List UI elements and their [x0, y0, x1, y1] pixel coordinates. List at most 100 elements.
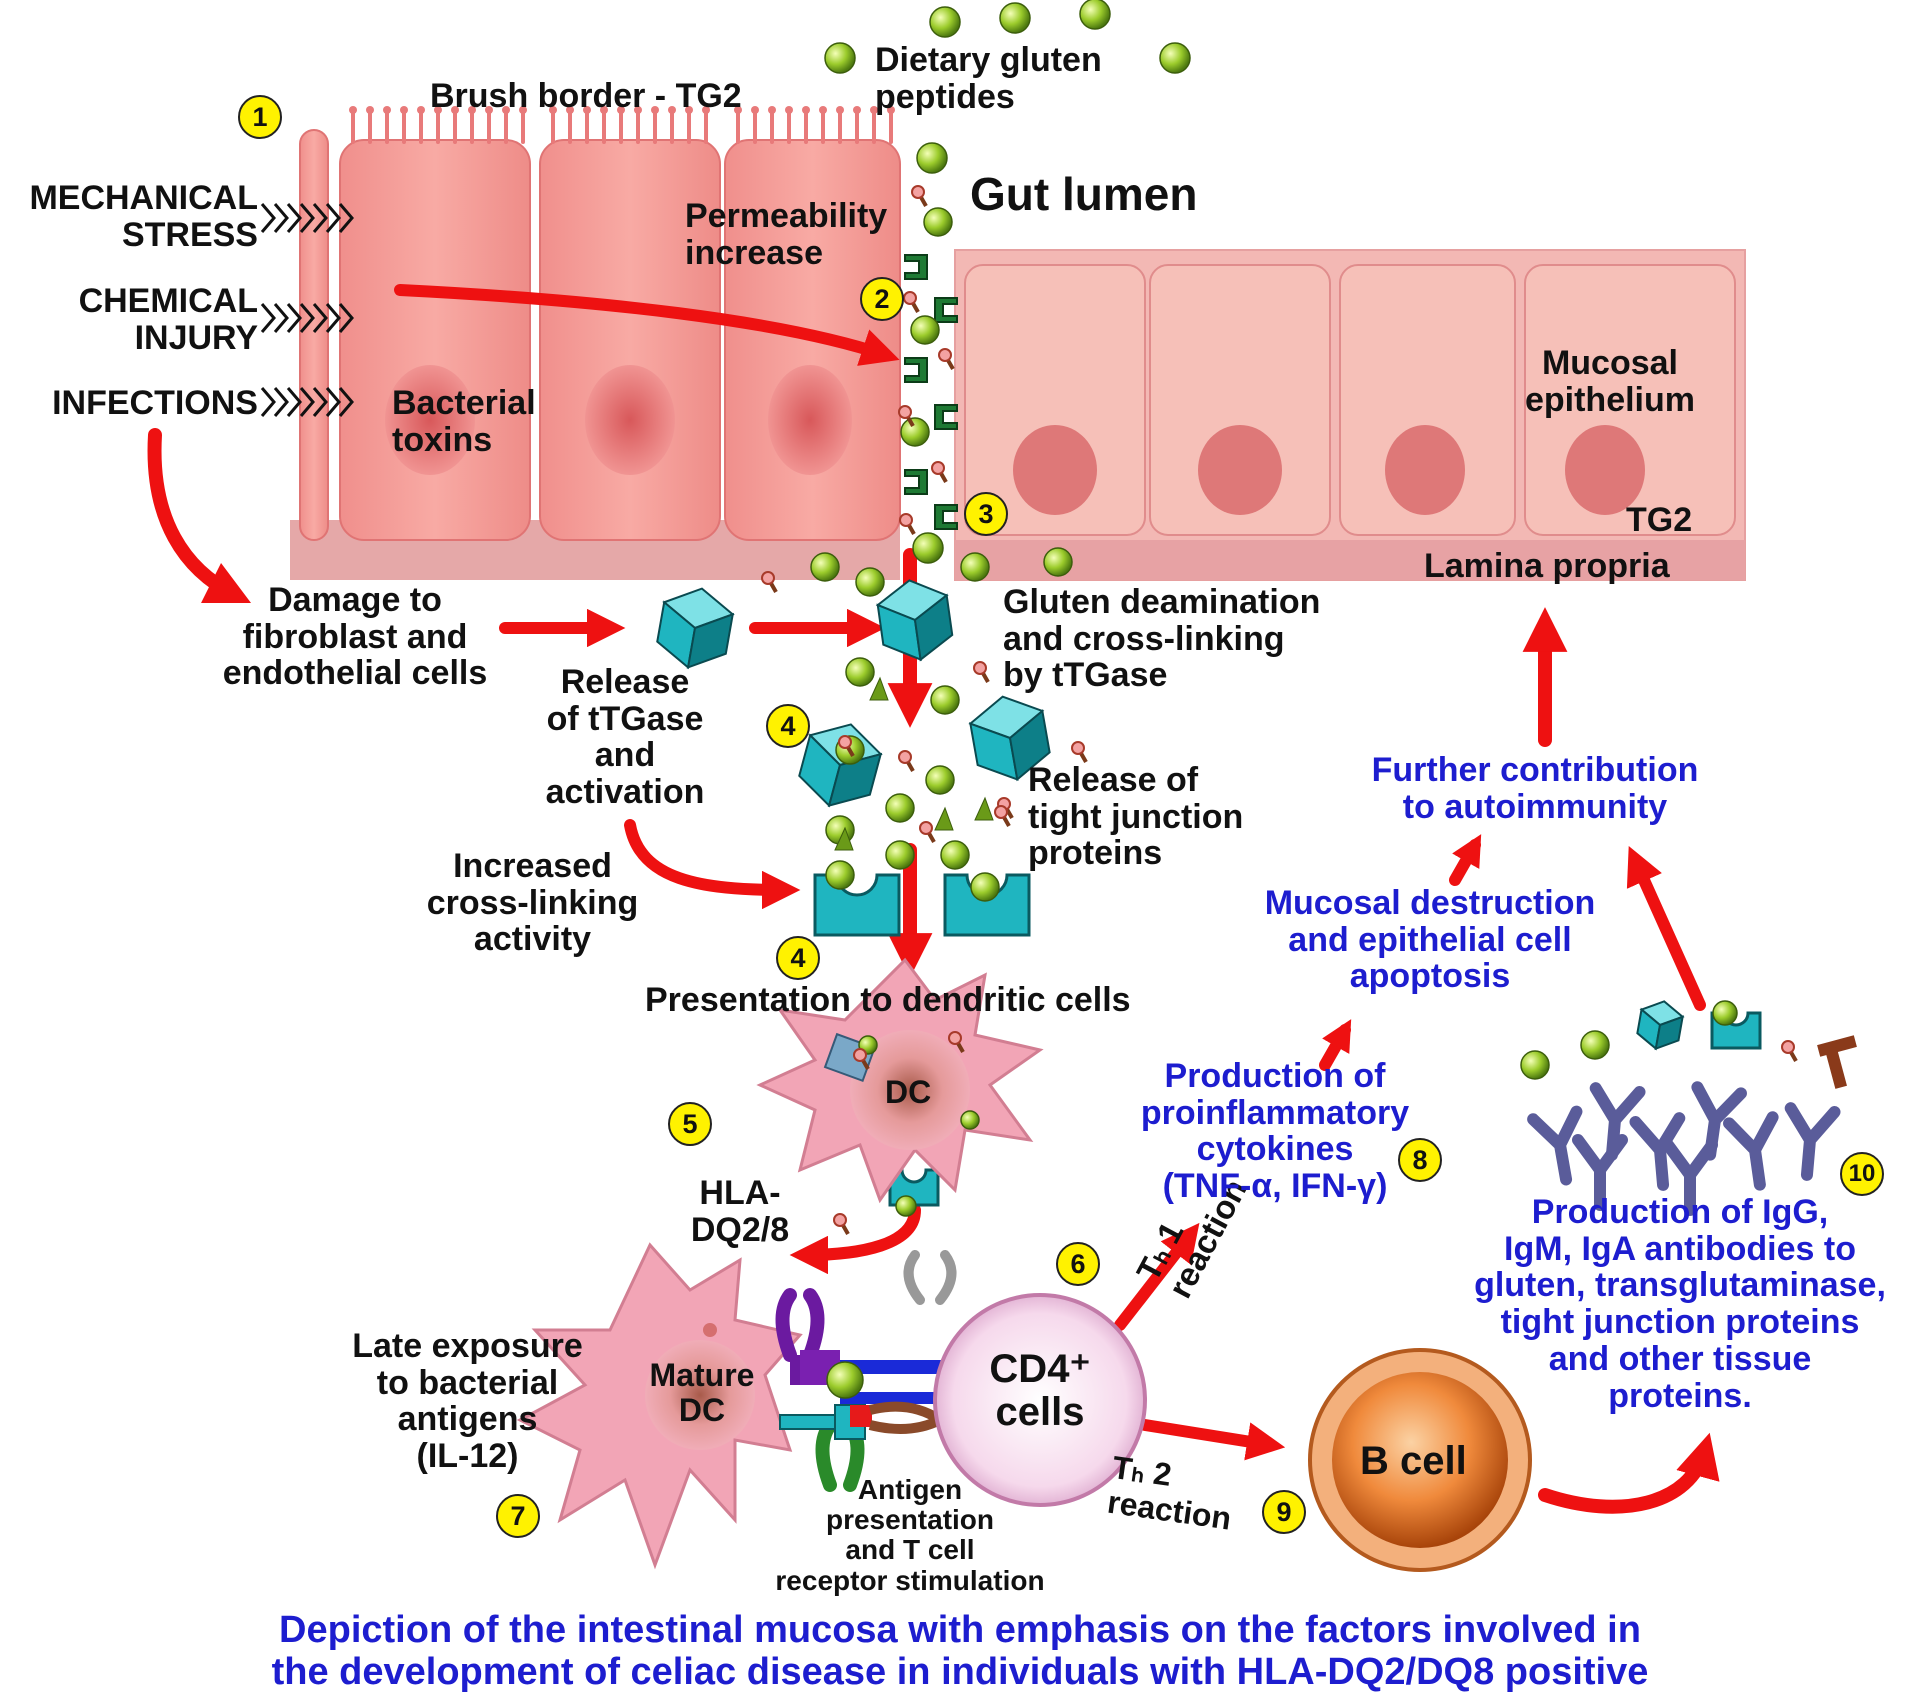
microvillus-tip: [519, 106, 527, 114]
chevron-arrow: [338, 387, 354, 417]
gluten-peptide: [855, 567, 885, 597]
antibody-arm: [1662, 1139, 1718, 1216]
antibody-arm: [1572, 1134, 1628, 1211]
lamina-propria-label: Lamina propria: [1424, 547, 1670, 585]
antibody-arm: [1723, 1111, 1779, 1191]
peptide-tip: [869, 676, 889, 701]
microvillus-tip: [768, 106, 776, 114]
pin-head: [898, 750, 912, 764]
chevron-arrow: [260, 203, 276, 233]
dendritic-cell: [756, 957, 1044, 1204]
chevron-arrow: [273, 303, 289, 333]
pin-head: [948, 1031, 962, 1045]
arrow-infections-to-damage: [147, 428, 252, 604]
injury-chevrons: [260, 203, 354, 417]
tight-junction-pin: [1071, 741, 1088, 763]
b-cell: [1308, 1348, 1532, 1572]
tight-junction-proteins: [904, 254, 958, 530]
arrow-dc-to-mature-dc: [789, 1204, 921, 1275]
pin-head: [761, 571, 775, 585]
microvillus-tip: [434, 106, 442, 114]
receptor-cup: [813, 873, 901, 937]
gluten-peptide: [923, 207, 953, 237]
tight-junction-pins: [761, 185, 1798, 1235]
chemical-injury-label: CHEMICAL INJURY: [78, 282, 258, 357]
pin-head: [919, 821, 933, 835]
arrow-destruction-to-autoimmunity: [1449, 834, 1482, 886]
tight-junction-bracket: [934, 404, 958, 430]
microvillus-tip: [349, 106, 357, 114]
step-number-4b: 4: [776, 936, 820, 980]
microvillus-tip: [383, 106, 391, 114]
arrow-antibodies-to-autoimmunity: [1626, 845, 1706, 1011]
microvillus-tip: [651, 106, 659, 114]
tight-junction-pin: [973, 661, 990, 683]
gut-lumen-label: Gut lumen: [970, 168, 1198, 220]
microvillus-tip: [751, 106, 759, 114]
tight-junction-pin: [1781, 1040, 1798, 1062]
step-number-2: 2: [860, 277, 904, 321]
b-cell-label: B cell: [1360, 1439, 1467, 1483]
gluten-peptide: [1079, 0, 1111, 30]
step-number-1: 1: [238, 95, 282, 139]
gluten-peptide: [826, 1361, 864, 1399]
antibody-y: [1527, 1105, 1583, 1186]
gluten-peptide: [1580, 1030, 1610, 1060]
late-exposure-label: Late exposure to bacterial antigens (IL-…: [352, 1327, 583, 1476]
microvillus-tip: [549, 106, 557, 114]
chevron-arrow: [312, 303, 328, 333]
cube-right: [1008, 709, 1051, 782]
ttgase-cube: [656, 587, 735, 670]
epithelial-cell: [539, 139, 721, 541]
tg2-label: TG2: [1626, 501, 1693, 539]
step-number-10: 10: [1840, 1152, 1884, 1196]
chevron-arrow: [260, 387, 276, 417]
gluten-peptide: [960, 552, 990, 582]
microvillus-tip: [734, 106, 742, 114]
step-number-7: 7: [496, 1494, 540, 1538]
microvillus-tip: [366, 106, 374, 114]
microvillus-tip: [451, 106, 459, 114]
chevron-arrow: [286, 303, 302, 333]
gluten-peptide: [1712, 1000, 1738, 1026]
antibody-arm: [1784, 1102, 1841, 1181]
bacterial-toxins-label: Bacterial toxins: [392, 384, 536, 459]
gluten-peptides: [810, 0, 1738, 1399]
gluten-peptide: [895, 1195, 917, 1217]
cd4-cell: [933, 1293, 1147, 1507]
arrow-cytokines-to-destruction: [1319, 1019, 1352, 1071]
tight-junction-pin: [898, 405, 915, 427]
tight-junction-bracket: [934, 297, 958, 323]
gluten-peptide: [925, 765, 955, 795]
microvillus-tip: [819, 106, 827, 114]
gluten-peptide: [912, 532, 944, 564]
protein-t-icon: [1817, 1035, 1857, 1089]
arrow-cd4-to-th1: [1114, 1222, 1200, 1331]
mechanical-stress-label: MECHANICAL STRESS: [29, 179, 258, 254]
gluten-peptide: [1043, 547, 1073, 577]
pin-head: [838, 735, 852, 749]
dc-label: DC: [885, 1074, 932, 1110]
increased-crosslinking-label: Increased cross-linking activity: [426, 847, 639, 959]
brush-border-microvilli: [349, 106, 895, 144]
gluten-peptide: [845, 657, 875, 687]
pin-head: [903, 291, 917, 305]
peptide-tip: [974, 796, 994, 821]
chevron-arrow: [286, 203, 302, 233]
chevron-arrow: [325, 303, 341, 333]
tight-junction-pin: [911, 185, 928, 207]
presentation-dc-label: Presentation to dendritic cells: [645, 981, 1131, 1019]
pin-head: [931, 461, 945, 475]
microvillus-tip: [634, 106, 642, 114]
permeability-label: Permeability increase: [685, 197, 888, 272]
pin-head: [994, 805, 1008, 819]
chevron-arrow: [273, 203, 289, 233]
ttgase-cube: [1636, 1000, 1685, 1051]
dietary-gluten-label: Dietary gluten peptides: [875, 41, 1102, 116]
gluten-peptide: [999, 2, 1031, 34]
immune-synapse: [775, 1250, 957, 1492]
step-number-4a: 4: [766, 704, 810, 748]
step-number-3: 3: [964, 492, 1008, 536]
arrow-chemical-to-junction: [394, 284, 900, 366]
tight-junction-pin: [948, 1031, 965, 1053]
